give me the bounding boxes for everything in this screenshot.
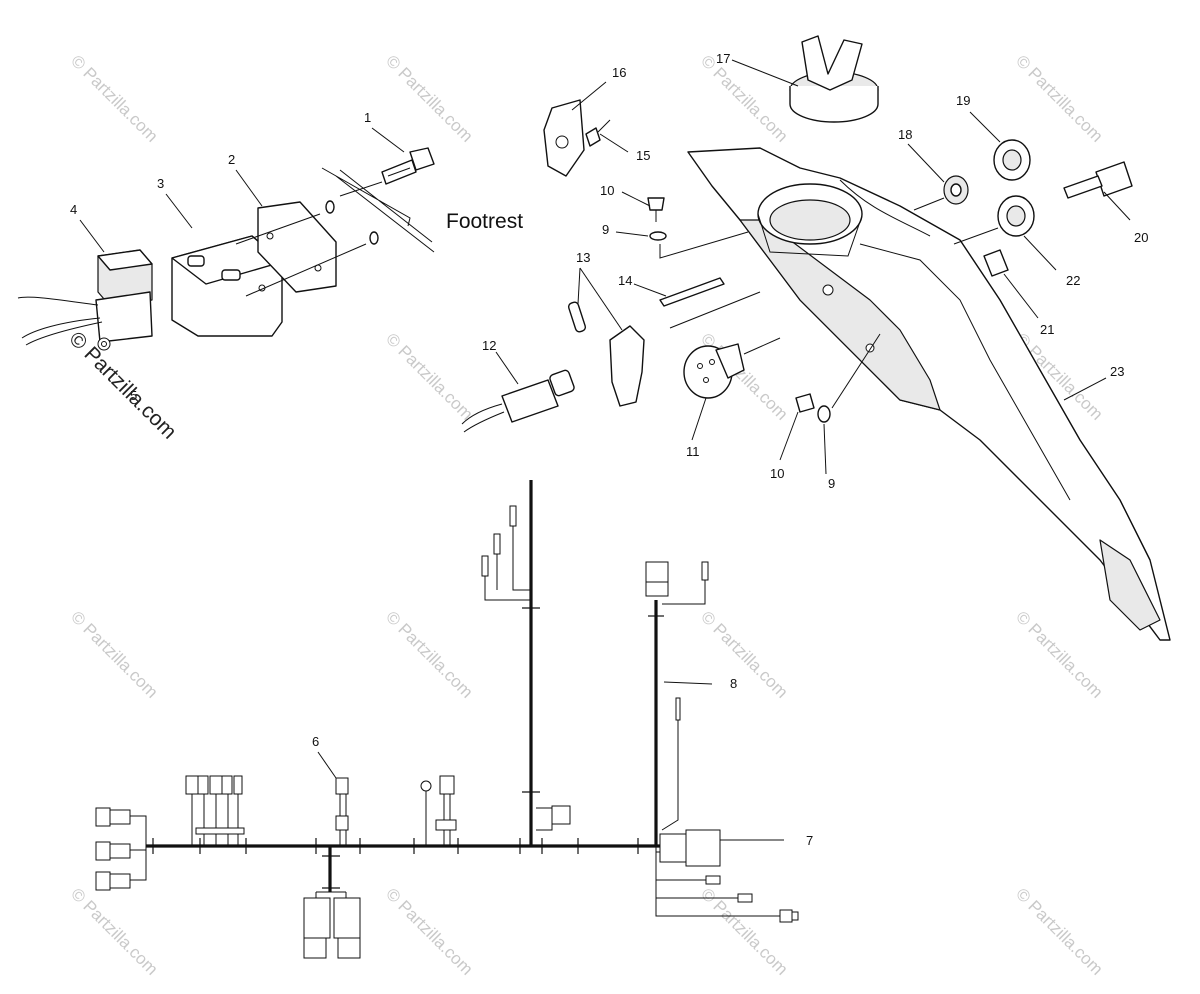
wire-thin-branch [661, 697, 681, 831]
leader-line [245, 243, 367, 297]
connectors-cluster-a [185, 775, 245, 846]
callout-9-bottom: 9 [828, 476, 835, 491]
part-22-ring-inner [1006, 205, 1026, 227]
leader-line [831, 333, 881, 409]
watermark: © Partzilla.com [697, 607, 791, 701]
part-16-bracket [543, 99, 585, 177]
part-15-screw [585, 127, 601, 147]
connector-side [536, 805, 571, 831]
footrest-label: Footrest [446, 210, 523, 233]
part-11-key-switch [683, 343, 745, 399]
callout-6: 6 [312, 734, 319, 749]
part-20-key [1063, 161, 1133, 199]
callout-16: 16 [612, 65, 626, 80]
part-13-pin [567, 301, 587, 333]
harness-clamps [152, 607, 664, 889]
part-14-strap [659, 277, 725, 307]
connectors-branch-8 [645, 561, 709, 605]
watermark: © Partzilla.com [1012, 51, 1106, 145]
part-21-switch [983, 249, 1009, 277]
leader-line [913, 197, 945, 211]
callout-7: 7 [806, 833, 813, 848]
part-17-gauge [789, 35, 879, 123]
part-23-cowl [687, 147, 1171, 641]
callout-5: 5 [130, 388, 137, 403]
callout-20: 20 [1134, 230, 1148, 245]
watermark: © Partzilla.com [382, 884, 476, 978]
callout-13: 13 [576, 250, 590, 265]
callout-18: 18 [898, 127, 912, 142]
callout-22: 22 [1066, 273, 1080, 288]
connectors-left [95, 807, 147, 891]
part-3-coil-box [171, 235, 283, 337]
part-19-ring-inner [1002, 149, 1022, 171]
part-9-washer-bottom [817, 405, 831, 423]
leader-line [669, 291, 761, 329]
part-1-bolt [381, 147, 435, 185]
connector-part-7 [656, 829, 721, 867]
console-assembly [461, 35, 1171, 641]
connectors-lower-right [655, 846, 799, 923]
callout-leaders [79, 59, 1131, 841]
part-10-screw-bottom [795, 393, 815, 413]
callout-10-top: 10 [600, 183, 614, 198]
watermark: © Partzilla.com [382, 607, 476, 701]
footrest-edge [321, 167, 435, 253]
washer [325, 200, 335, 214]
leader-line [235, 213, 321, 245]
part-9-washer-top [649, 231, 667, 241]
callout-14: 14 [618, 273, 632, 288]
part-13-grip [609, 325, 645, 407]
leader-line [953, 227, 999, 245]
watermark: © Partzilla.com [67, 51, 161, 145]
callout-10-bottom: 10 [770, 466, 784, 481]
connectors-cluster-b [420, 775, 457, 846]
part-18-nut-hole [950, 183, 962, 197]
coil-assembly [17, 147, 435, 351]
connectors-top-branch [481, 505, 531, 601]
part-4-cap [17, 249, 153, 351]
callout-8: 8 [730, 676, 737, 691]
watermark: © Partzilla.com [1012, 884, 1106, 978]
part-12-switch [461, 369, 575, 433]
connectors-bottom-block [303, 891, 361, 959]
callout-17: 17 [716, 51, 730, 66]
callout-1: 1 [364, 110, 371, 125]
part-10-screw-top [647, 197, 665, 222]
leader-line [743, 337, 781, 355]
callout-2: 2 [228, 152, 235, 167]
leader-line [339, 181, 383, 197]
part-2-plate [257, 201, 337, 293]
callout-9-top: 9 [602, 222, 609, 237]
watermark: © Partzilla.com [382, 51, 476, 145]
callout-15: 15 [636, 148, 650, 163]
wiring-harness [95, 480, 799, 959]
watermark: © Partzilla.com [67, 607, 161, 701]
connector-part-6 [335, 777, 349, 846]
watermark: © Partzilla.com [67, 884, 161, 978]
callout-12: 12 [482, 338, 496, 353]
callout-labels: 1 2 3 4 5 6 7 8 9 9 10 10 11 12 13 14 15… [70, 51, 1148, 848]
callout-4: 4 [70, 202, 77, 217]
watermark: © Partzilla.com [382, 329, 476, 423]
callout-11: 11 [686, 444, 700, 459]
watermark: © Partzilla.com [697, 51, 791, 145]
callout-19: 19 [956, 93, 970, 108]
leader-line [659, 231, 749, 259]
watermark: © Partzilla.com [1012, 607, 1106, 701]
watermark-main: © Partzilla.com [64, 327, 180, 443]
screw-shaft [597, 119, 611, 133]
callout-3: 3 [157, 176, 164, 191]
callout-21: 21 [1040, 322, 1054, 337]
washer [369, 231, 379, 245]
callout-23: 23 [1110, 364, 1124, 379]
